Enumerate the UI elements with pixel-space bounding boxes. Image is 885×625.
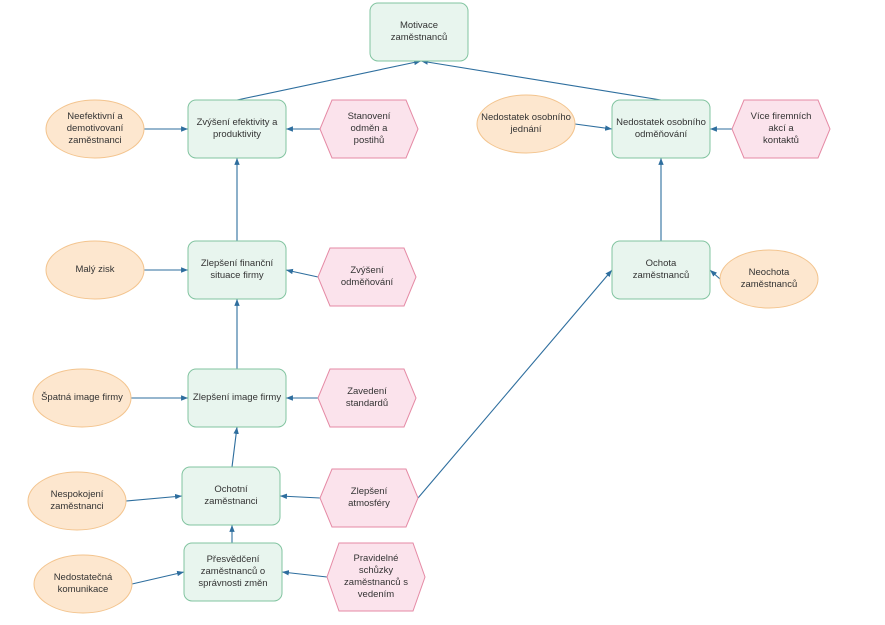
node-shape-spatna-image — [32, 368, 132, 428]
connector-arrow-10 — [285, 268, 319, 278]
node-shape-zlepseni-image — [187, 368, 287, 428]
shapes-layer — [27, 2, 831, 614]
node-shape-maly-zisk — [45, 240, 145, 300]
connector-arrow-17 — [279, 493, 321, 500]
node-shape-vice-akci — [731, 99, 831, 159]
node-shape-zvyseni-odmenovani — [317, 247, 417, 307]
node-shape-nedostatecna-komunikace — [33, 554, 133, 614]
node-shape-ochota — [611, 240, 711, 300]
edges-layer — [125, 59, 732, 585]
node-shape-zvyseni-efektivity — [187, 99, 287, 159]
connector-arrow-15 — [231, 426, 239, 468]
node-shape-zlepseni-financni — [187, 240, 287, 300]
node-shape-presvedceni — [183, 542, 283, 602]
node-shape-neefektivni — [45, 99, 145, 159]
node-shape-nespokojeni — [27, 471, 127, 531]
node-shape-stanoveni-odmen — [319, 99, 419, 159]
node-shape-ochotni — [181, 466, 281, 526]
node-shape-nedostatek-jednani — [476, 94, 576, 154]
connector-arrow-11 — [709, 269, 721, 280]
connector-arrow-5 — [574, 123, 613, 131]
connector-arrow-21 — [281, 570, 328, 578]
connector-arrow-18 — [417, 269, 613, 499]
node-shape-neochota — [719, 249, 819, 309]
node-shape-nedostatek-odmenovani — [611, 99, 711, 159]
connector-arrow-16 — [125, 493, 183, 502]
node-shape-motivace — [369, 2, 469, 62]
connector-arrow-1 — [236, 59, 422, 101]
node-shape-pravidelne-schuzky — [326, 542, 426, 612]
connector-arrow-20 — [131, 570, 185, 585]
node-shape-zlepseni-atmosfery — [319, 468, 419, 528]
node-shape-zavedeni-standardu — [317, 368, 417, 428]
connector-arrow-2 — [420, 59, 662, 101]
